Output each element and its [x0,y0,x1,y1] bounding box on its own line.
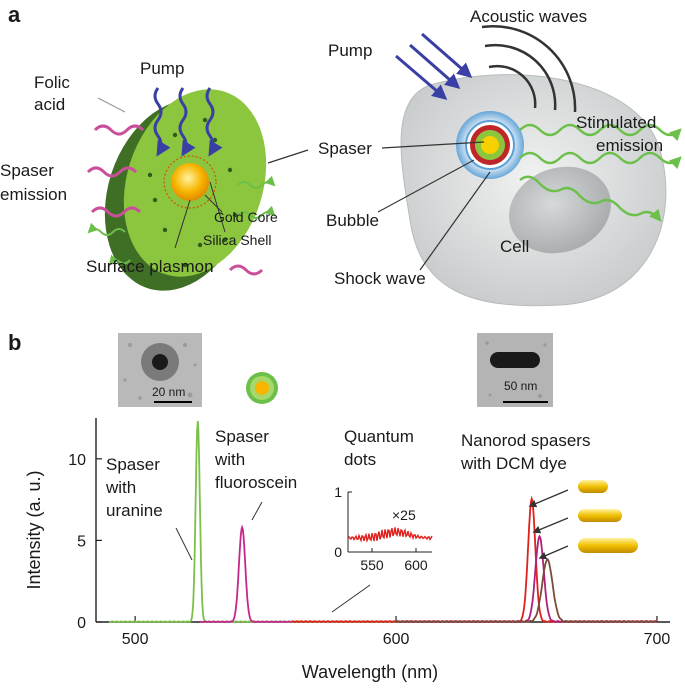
annotation-fluoroscein-line3: fluoroscein [215,473,297,492]
acoustic-waves [481,25,577,113]
tem-image-spherical: 20 nm [118,333,202,407]
label-gold-core: Gold Core [214,209,278,225]
y-tick-label: 5 [77,533,86,550]
inset-y-tick-label: 0 [334,544,342,560]
cell-illustration [400,74,667,307]
tem-image-nanorod: 50 nm [477,333,553,407]
folic-acid-pointer [97,97,126,113]
bubble-pointer [377,159,475,213]
label-folic-acid-line1: Folic [34,73,70,92]
x-axis-title: Wavelength (nm) [302,662,438,682]
pump-arrows-left [153,87,223,157]
x-tick-label: 700 [644,631,671,648]
y-tick-label: 0 [77,615,86,632]
label-cell: Cell [500,237,529,256]
label-spaser-emission-line2: emission [0,185,67,204]
annotation-uranine: Spaser with uranine [105,455,193,561]
x-tick-label: 500 [122,631,149,648]
label-surface-plasmon: Surface plasmon [86,257,214,276]
annotation-fluoroscein-line1: Spaser [215,427,269,446]
spectrum-series-2 [200,524,292,623]
panel-a-letter: a [8,2,21,27]
inset-y-tick-label: 1 [334,484,342,500]
label-spaser-emission-line1: Spaser [0,161,54,180]
label-pump-left: Pump [140,59,184,78]
zoom-connector-line [267,149,309,164]
annotation-quantum-dots-line2: dots [344,450,376,469]
label-stimulated-emission-line2: emission [596,136,663,155]
annotation-nanorod-line1: Nanorod spasers [461,431,590,450]
y-axis-title: Intensity (a. u.) [24,470,44,589]
annotation-uranine-line1: Spaser [106,455,160,474]
y-tick-label: 10 [68,452,86,469]
inset-spectrum-curve [347,527,433,543]
panel-b-letter: b [8,330,21,355]
label-bubble: Bubble [326,211,379,230]
inset-x-tick-label: 600 [404,557,428,573]
inset-multiplier: ×25 [392,507,416,523]
spectrum-series-5 [395,558,658,623]
annotation-fluoroscein-line2: with [214,450,245,469]
annotation-quantum-dots: Quantum dots [331,427,414,613]
stimulated-emission-waves [519,123,682,222]
annotation-fluoroscein: Spaser with fluoroscein [214,427,297,521]
x-tick-label: 600 [383,631,410,648]
scale-bar-left: 20 nm [152,385,185,399]
label-stimulated-emission-line1: Stimulated [576,113,656,132]
quantum-dots-inset: 0 1 550 600 ×25 [334,484,433,573]
spaser-pointer [381,141,485,149]
annotation-nanorod-line2: with DCM dye [460,454,567,473]
spaser-icon [246,372,278,404]
emission-waves-left [87,175,276,266]
scale-bar-right: 50 nm [504,379,537,393]
annotation-uranine-line2: with [105,478,136,497]
label-pump-right: Pump [328,41,372,60]
annotation-nanorod: Nanorod spasers with DCM dye [460,431,590,473]
pump-arrows-right [395,32,473,100]
inset-x-tick-label: 550 [360,557,384,573]
label-folic-acid-line2: acid [34,95,65,114]
label-spaser: Spaser [318,139,372,158]
label-silica-shell: Silica Shell [203,232,271,248]
annotation-quantum-dots-line1: Quantum [344,427,414,446]
nanorod-icons [578,480,638,553]
shock-wave-pointer [419,171,491,271]
folic-acid-helices [86,124,264,276]
nanorod-arrows [528,489,569,560]
label-shock-wave: Shock wave [334,269,426,288]
annotation-uranine-line3: uranine [106,501,163,520]
label-acoustic-waves: Acoustic waves [470,7,587,26]
